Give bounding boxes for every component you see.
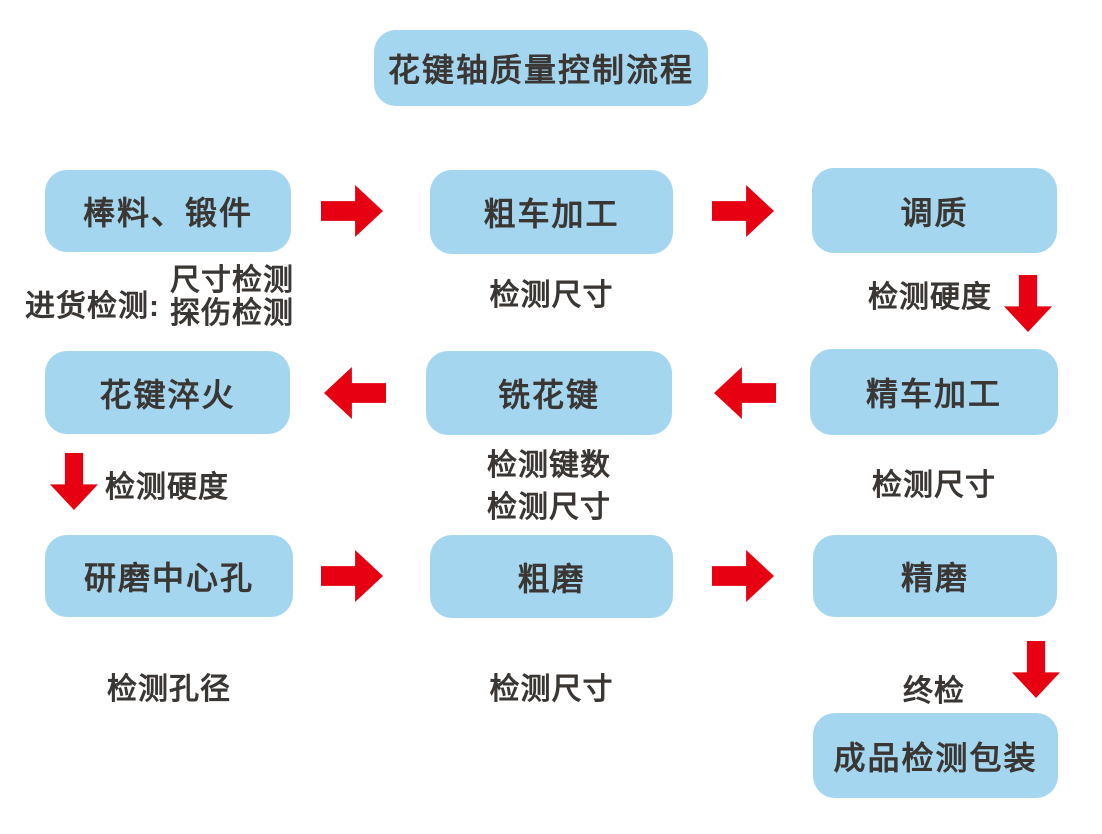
arrow-left-icon — [714, 367, 776, 419]
node-quench-temper: 调质 — [812, 168, 1057, 253]
node-finish-turning: 精车加工 — [810, 349, 1058, 435]
check-label-after-spline-mill-1: 检测键数 — [487, 449, 611, 482]
arrow-down-icon — [1012, 641, 1060, 698]
incoming-inspection-lines: 尺寸检测 探伤检测 — [170, 264, 294, 330]
check-label-after-spline-mill-2: 检测尺寸 — [487, 491, 611, 524]
arrow-down-icon — [50, 453, 98, 510]
node-center-hole-grinding: 研磨中心孔 — [45, 535, 293, 617]
check-label-after-center-hole: 检测孔径 — [107, 673, 231, 706]
check-label-after-spline-quench: 检测硬度 — [105, 471, 229, 504]
node-rough-grinding: 粗磨 — [430, 535, 673, 618]
arrow-down-icon — [1004, 275, 1052, 332]
arrow-right-icon — [712, 550, 774, 602]
node-spline-milling: 铣花键 — [426, 351, 672, 435]
arrow-right-icon — [321, 185, 383, 237]
arrow-left-icon — [324, 367, 386, 419]
incoming-dimension-check-label: 尺寸检测 — [170, 264, 294, 297]
check-label-after-finish-turning: 检测尺寸 — [872, 469, 996, 502]
node-rough-turning: 粗车加工 — [430, 170, 673, 254]
arrow-right-icon — [321, 550, 383, 602]
flowchart-title: 花键轴质量控制流程 — [374, 30, 708, 106]
incoming-inspection-prefix-label: 进货检测: — [25, 290, 160, 323]
arrow-right-icon — [712, 185, 774, 237]
check-label-after-rough-grind: 检测尺寸 — [489, 673, 614, 706]
incoming-flaw-check-label: 探伤检测 — [170, 297, 294, 330]
node-spline-quenching: 花键淬火 — [45, 351, 290, 434]
check-label-after-quench-temper: 检测硬度 — [868, 281, 992, 314]
check-label-after-rough-turning: 检测尺寸 — [489, 279, 614, 312]
node-raw-material: 棒料、锻件 — [45, 170, 291, 252]
node-final-packaging: 成品检测包装 — [813, 713, 1058, 798]
node-finish-grinding: 精磨 — [813, 535, 1057, 617]
check-label-final-inspection: 终检 — [903, 675, 965, 708]
